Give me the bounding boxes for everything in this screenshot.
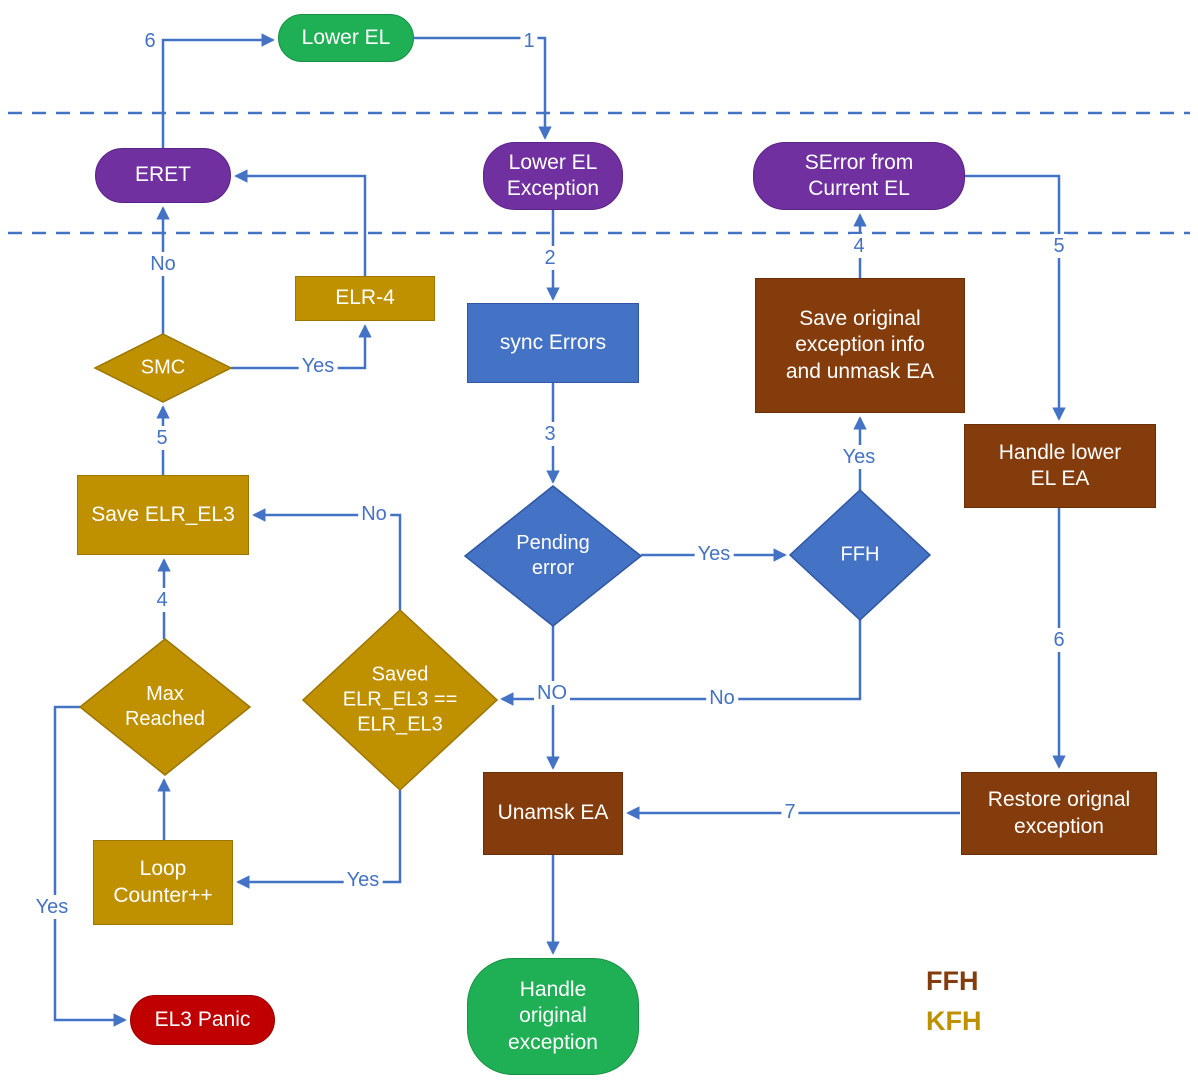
edge-label-pending-to-ffh: Yes xyxy=(694,542,734,566)
edge-lower-el-to-exception xyxy=(414,36,552,140)
edge-smc-to-elr4 xyxy=(231,324,372,370)
node-restore-orignal-exception: Restore orignal exception xyxy=(961,772,1157,855)
node-ffh-label: FFH xyxy=(840,543,880,566)
edge-label-saved-to-save-elr: No xyxy=(358,502,390,526)
node-max-reached-decision: Max Reached xyxy=(80,639,250,775)
node-save-original-exception-label: Save original exception info and unmask … xyxy=(785,306,935,383)
node-sync-errors: sync Errors xyxy=(467,303,639,383)
node-lower-el-exception: Lower EL Exception xyxy=(483,142,623,210)
edge-label-lower-el-to-exception: 1 xyxy=(520,29,538,53)
node-lower-el-exception-label: Lower EL Exception xyxy=(506,150,600,200)
node-saved-elr-decision: Saved ELR_EL3 == ELR_EL3 xyxy=(303,610,497,790)
legend-ffh: FFH xyxy=(926,966,979,996)
node-handle-lower-el-ea: Handle lower EL EA xyxy=(964,424,1156,508)
node-lower-el-label: Lower EL xyxy=(301,25,391,49)
node-elr-4: ELR-4 xyxy=(295,276,435,321)
edge-saved-to-save-elr xyxy=(252,508,402,610)
edge-label-pending-to-unamsk: NO xyxy=(534,681,570,705)
node-elr-4-label: ELR-4 xyxy=(335,286,395,310)
edge-label-save-elr-to-smc: 5 xyxy=(153,426,171,450)
node-serror-current-el-label: SError from Current EL xyxy=(804,150,914,200)
edge-label-ffh-to-save-original: Yes xyxy=(839,445,879,469)
edge-label-handle-lower-to-restore: 6 xyxy=(1050,628,1068,652)
edge-elr4-to-eret xyxy=(234,169,367,276)
node-loop-counter: Loop Counter++ xyxy=(93,840,233,925)
node-smc-decision: SMC xyxy=(95,334,231,402)
node-el3-panic: EL3 Panic xyxy=(130,995,275,1045)
edge-label-smc-to-elr4: Yes xyxy=(298,354,338,378)
node-save-elr-el3: Save ELR_EL3 xyxy=(77,475,249,555)
edge-serror-to-handle-lower xyxy=(965,174,1066,421)
legend-kfh: KFH xyxy=(926,1006,982,1036)
node-unamsk-ea-label: Unamsk EA xyxy=(497,801,609,825)
node-save-original-exception: Save original exception info and unmask … xyxy=(755,278,965,413)
node-handle-original-exception: Handle original exception xyxy=(467,958,639,1075)
node-pending-error-decision: Pending error xyxy=(465,486,641,626)
node-save-elr-el3-label: Save ELR_EL3 xyxy=(91,502,235,526)
node-restore-orignal-exception-label: Restore orignal exception xyxy=(987,788,1131,838)
edge-eret-to-lower-el xyxy=(161,33,275,148)
saved-elr-diamond-shape xyxy=(303,610,497,790)
edge-label-eret-to-lower-el: 6 xyxy=(141,29,159,53)
edge-label-max-to-el3-panic: Yes xyxy=(32,895,72,919)
edge-max-to-el3-panic xyxy=(53,705,127,1027)
node-ffh-decision: FFH xyxy=(790,490,930,620)
edge-label-serror-to-handle-lower: 5 xyxy=(1050,234,1068,258)
node-sync-errors-label: sync Errors xyxy=(499,330,607,354)
pending-error-diamond-shape xyxy=(465,486,641,626)
node-eret-label: ERET xyxy=(134,163,191,187)
edge-label-smc-to-eret: No xyxy=(147,252,179,276)
edge-label-save-original-to-serror: 4 xyxy=(850,234,868,258)
edge-ffh-to-saved-elr xyxy=(500,620,862,706)
node-pending-error-label: Pending error xyxy=(516,532,590,579)
node-eret: ERET xyxy=(95,148,231,203)
max-reached-diamond-shape xyxy=(80,639,250,775)
node-saved-elr-label: Saved ELR_EL3 == ELR_EL3 xyxy=(342,663,458,736)
smc-diamond-shape xyxy=(95,334,231,402)
edge-label-sync-to-pending: 3 xyxy=(541,422,559,446)
node-el3-panic-label: EL3 Panic xyxy=(154,1007,251,1031)
edge-label-restore-to-unamsk: 7 xyxy=(781,800,799,824)
node-serror-current-el: SError from Current EL xyxy=(753,142,965,210)
ffh-diamond-shape xyxy=(790,490,930,620)
edge-label-exception-to-sync: 2 xyxy=(541,246,559,270)
node-handle-original-exception-label: Handle original exception xyxy=(508,977,598,1054)
edge-saved-to-loop-counter xyxy=(236,790,402,889)
node-max-reached-label: Max Reached xyxy=(124,683,206,730)
node-loop-counter-label: Loop Counter++ xyxy=(113,857,213,907)
edge-label-ffh-to-saved: No xyxy=(706,686,738,710)
node-handle-lower-el-ea-label: Handle lower EL EA xyxy=(998,440,1122,490)
edge-label-saved-to-loop-counter: Yes xyxy=(343,868,383,892)
node-smc-label: SMC xyxy=(140,356,186,379)
node-lower-el: Lower EL xyxy=(278,14,414,62)
edge-label-max-to-save-elr: 4 xyxy=(153,588,171,612)
node-unamsk-ea: Unamsk EA xyxy=(483,772,623,855)
